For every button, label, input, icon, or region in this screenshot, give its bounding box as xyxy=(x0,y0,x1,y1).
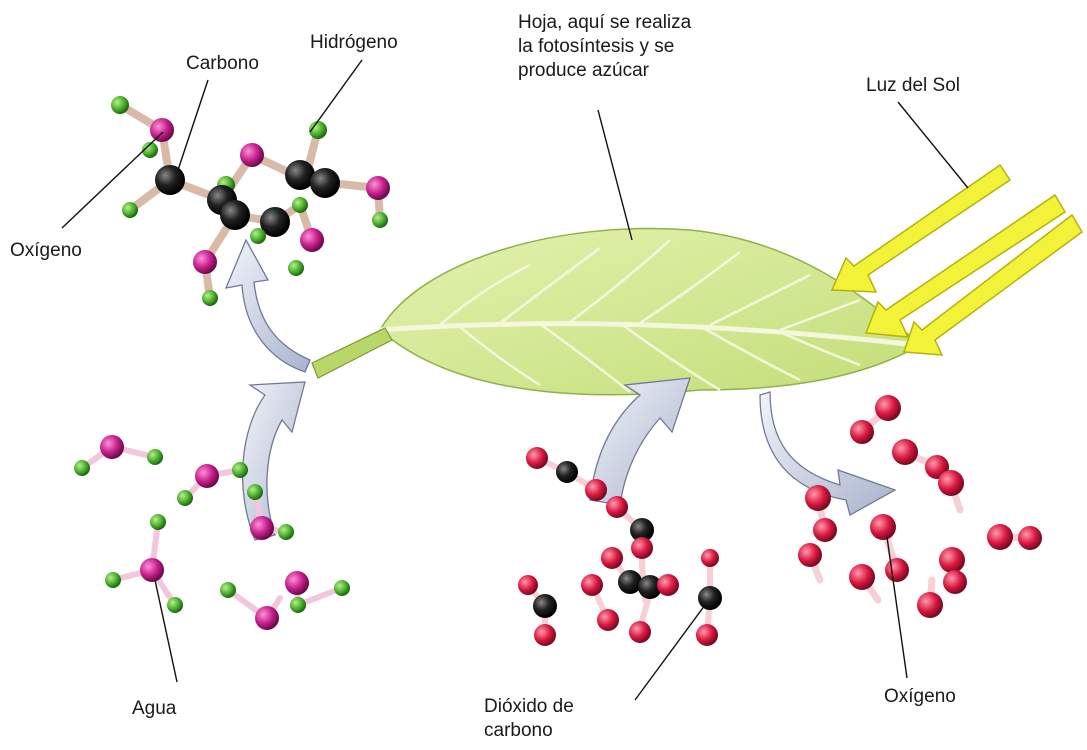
label-leaf-line-1: Hoja, aquí se realiza xyxy=(518,11,691,35)
label-oxygen-bottom: Oxígeno xyxy=(884,685,956,709)
label-sun: Luz del Sol xyxy=(866,74,960,98)
label-water: Agua xyxy=(132,697,176,721)
leader-sun xyxy=(898,102,968,188)
water-molecules xyxy=(74,435,350,630)
label-co2: Dióxido de carbono xyxy=(484,695,574,743)
oxygen-molecules xyxy=(798,395,1042,618)
arrow-water-in xyxy=(243,382,305,540)
label-hydrogen: Hidrógeno xyxy=(310,31,398,55)
leader-leaf xyxy=(598,110,632,240)
label-co2-line-2: carbono xyxy=(484,719,574,743)
leaf xyxy=(312,228,920,394)
sun-arrow-1 xyxy=(832,165,1010,292)
leader-carbon xyxy=(178,80,208,170)
arrow-to-sugar xyxy=(226,240,310,372)
label-oxygen-top: Oxígeno xyxy=(10,239,82,263)
label-leaf: Hoja, aquí se realiza la fotosíntesis y … xyxy=(518,11,691,83)
leader-hydrogen xyxy=(310,60,362,132)
label-leaf-line-3: produce azúcar xyxy=(518,59,691,83)
leader-oxygen-top xyxy=(62,132,163,228)
label-co2-line-1: Dióxido de xyxy=(484,695,574,719)
label-leaf-line-2: la fotosíntesis y se xyxy=(518,35,691,59)
sunlight-arrows xyxy=(832,165,1082,355)
label-carbon: Carbono xyxy=(186,52,259,76)
